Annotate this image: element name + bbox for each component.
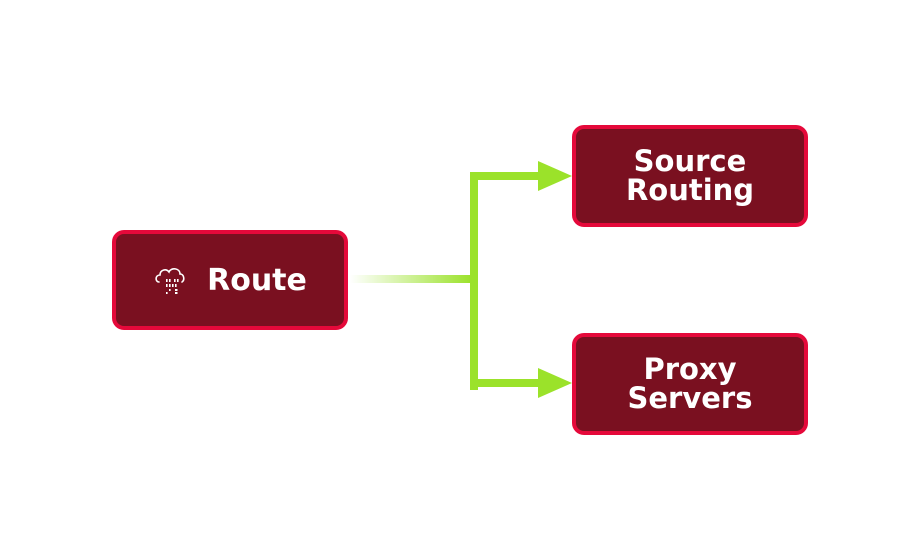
connector-branch-top — [470, 172, 540, 180]
node-route[interactable]: Route — [112, 230, 348, 330]
node-route-label: Route — [207, 262, 307, 298]
node-source-routing-label: Source Routing — [625, 144, 755, 207]
arrowhead-bottom — [538, 368, 572, 398]
connector-branch-bottom — [470, 379, 540, 387]
arrowhead-top — [538, 161, 572, 191]
node-proxy-servers[interactable]: Proxy Servers — [572, 333, 808, 435]
connector-stem — [350, 275, 474, 283]
node-source-routing[interactable]: Source Routing — [572, 125, 808, 227]
node-proxy-servers-label: Proxy Servers — [627, 352, 753, 415]
cloud-data-icon — [153, 262, 189, 298]
connector-trunk — [470, 172, 478, 390]
